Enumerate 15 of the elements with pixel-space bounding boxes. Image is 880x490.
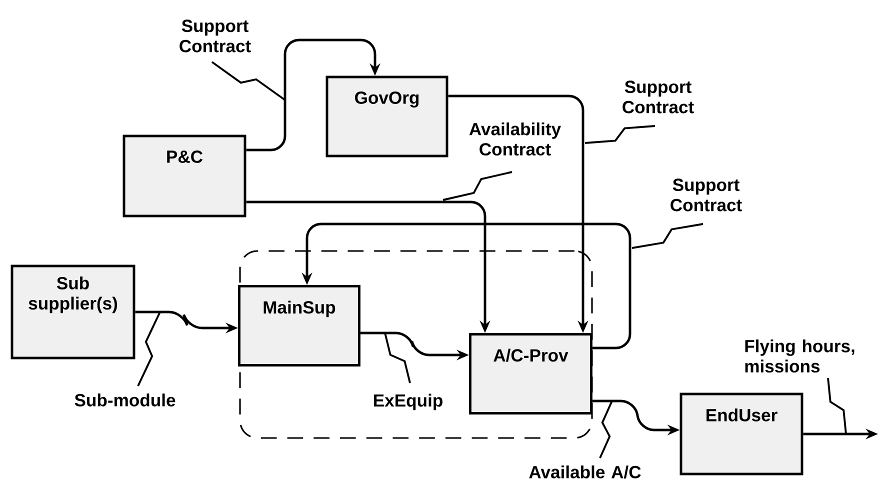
edge-label: Sub-module (74, 394, 176, 406)
edge-label: ExEquip (374, 394, 442, 410)
edge-label: Available A/C (529, 465, 641, 479)
process-box: P&C (122, 134, 246, 218)
edge-label: Availability Contract (469, 122, 561, 156)
edge-label: Support Contract (622, 80, 694, 114)
process-box: MainSup (238, 284, 360, 366)
edge-label: Support Contract (180, 20, 251, 52)
process-box: GovOrg (326, 76, 448, 158)
arrow (246, 38, 380, 152)
process-box: A/C-Prov (468, 332, 592, 414)
process-box: EndUser (680, 392, 804, 476)
edge-label: Support Contract (670, 178, 742, 212)
process-box: Sub supplier(s) (10, 264, 136, 360)
edge-label: Flying hours, missions (745, 339, 854, 373)
